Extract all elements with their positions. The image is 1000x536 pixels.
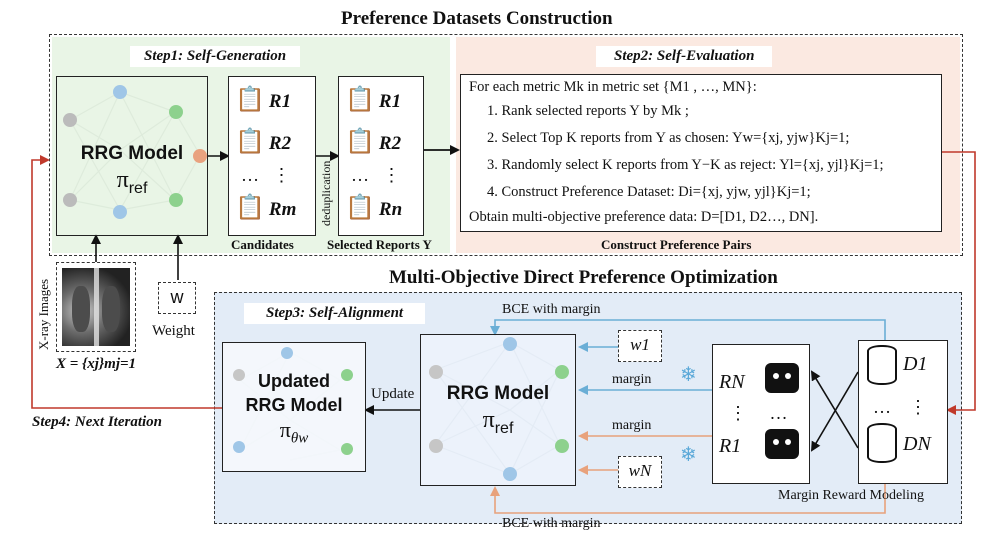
node (233, 441, 245, 453)
section-title-bottom: Multi-Objective Direct Preference Optimi… (389, 267, 778, 288)
step4-label: Step4: Next Iteration (32, 414, 162, 430)
xray-images-label: X-ray Images (36, 278, 51, 350)
xray-lung-left (72, 286, 90, 332)
bce-bottom-label: BCE with margin (502, 516, 601, 531)
wN-box: wN (618, 456, 662, 488)
clipboard-icon: 📋 (345, 87, 375, 113)
reward-models-box: RN ⋮ … R1 (712, 344, 810, 484)
selected-item: 📋 Rn (345, 195, 403, 221)
margin-top-label: margin (612, 372, 652, 387)
node (233, 369, 245, 381)
metric-step-1: 1. Rank selected reports Y by Mk ; (487, 103, 689, 119)
margin-reward-label: Margin Reward Modeling (778, 488, 924, 503)
xray-frame (56, 262, 136, 352)
update-label: Update (371, 386, 415, 402)
clipboard-icon: 📋 (235, 129, 265, 155)
candidate-dots: … ⋮ (241, 165, 291, 185)
metrics-final: Obtain multi-objective preference data: … (469, 209, 819, 225)
node (503, 467, 517, 481)
node (113, 205, 127, 219)
reward-dots: ⋮ … (729, 403, 788, 423)
reward-label-N: RN (719, 371, 745, 393)
node (281, 347, 293, 359)
dedup-label: deduplication (319, 160, 333, 226)
node (63, 113, 77, 127)
x-formula: X = {xj}mj=1 (56, 356, 137, 372)
robot-eye (785, 373, 791, 379)
snowflake-icon: ❄ (680, 444, 697, 466)
clipboard-icon: 📋 (235, 195, 265, 221)
robot-icon (765, 363, 799, 393)
node (429, 439, 443, 453)
node (63, 193, 77, 207)
candidates-box: 📋 R1 📋 R2 … ⋮ 📋 Rm (228, 76, 316, 236)
clipboard-icon: 📋 (235, 87, 265, 113)
selected-item: 📋 R2 (345, 129, 402, 155)
clipboard-icon: 📋 (345, 129, 375, 155)
step2-label: Step2: Self-Evaluation (596, 46, 773, 67)
reward-label-1: R1 (719, 435, 742, 457)
metric-step-2: 2. Select Top K reports from Y as chosen… (487, 130, 850, 146)
node (503, 337, 517, 351)
rrg-model-bottom-title: RRG Model (446, 383, 550, 404)
updated-rrg-model: Updated RRG Model πθw (222, 342, 366, 472)
metric-step-4: 4. Construct Preference Dataset: Di={xj,… (487, 184, 811, 200)
node (113, 85, 127, 99)
rrg-model-policy: πref (116, 167, 148, 197)
xray-lung-right (102, 286, 120, 332)
metrics-procedure-box: For each metric Mk in metric set {M1 , …… (460, 74, 942, 232)
rrg-model-top: RRG Model πref (56, 76, 208, 236)
robot-eye (773, 373, 779, 379)
candidate-item: 📋 R2 (235, 129, 292, 155)
section-title-top: Preference Datasets Construction (341, 8, 613, 29)
node (341, 443, 353, 455)
snowflake-icon: ❄ (680, 364, 697, 386)
w1-box: w1 (618, 330, 662, 362)
dataset-dots: … ⋮ (873, 397, 927, 417)
robot-icon (765, 429, 799, 459)
database-icon (867, 423, 897, 463)
xray-spine (94, 268, 99, 346)
margin-bottom-label: margin (612, 418, 652, 433)
step1-label: Step1: Self-Generation (130, 46, 301, 67)
candidates-label: Candidates (231, 237, 294, 252)
xray-image (62, 268, 130, 346)
robot-eye (785, 439, 791, 445)
node (555, 365, 569, 379)
metrics-intro: For each metric Mk in metric set {M1 , …… (469, 79, 757, 95)
selected-reports-box: 📋 R1 📋 R2 … ⋮ 📋 Rn (338, 76, 424, 236)
selected-dots: … ⋮ (351, 165, 401, 185)
node (193, 149, 207, 163)
updated-title-2: RRG Model (245, 395, 343, 415)
database-icon (867, 345, 897, 385)
updated-title-1: Updated (258, 371, 330, 391)
rrg-model-bottom-policy: πref (482, 407, 514, 437)
node (169, 193, 183, 207)
weight-box: w (158, 282, 196, 314)
selected-item: 📋 R1 (345, 87, 402, 113)
metric-step-3: 3. Randomly select K reports from Y−K as… (487, 157, 884, 173)
top-section-panel (49, 34, 963, 256)
node (169, 105, 183, 119)
dataset-label-1: D1 (903, 353, 928, 375)
construct-pairs-label: Construct Preference Pairs (601, 237, 752, 252)
robot-eye (773, 439, 779, 445)
candidate-item: 📋 R1 (235, 87, 292, 113)
rrg-model-title: RRG Model (80, 143, 184, 164)
node (429, 365, 443, 379)
dataset-label-N: DN (903, 433, 931, 455)
datasets-box: D1 … ⋮ DN (858, 340, 948, 484)
weight-label: Weight (152, 323, 195, 339)
node (341, 369, 353, 381)
step3-label: Step3: Self-Alignment (244, 303, 426, 324)
node (555, 439, 569, 453)
updated-policy: πθw (279, 417, 309, 447)
candidate-item: 📋 Rm (235, 195, 297, 221)
bce-top-label: BCE with margin (502, 302, 601, 317)
rrg-model-bottom: RRG Model πref (420, 334, 576, 486)
selected-reports-label: Selected Reports Y (327, 237, 432, 252)
clipboard-icon: 📋 (345, 195, 375, 221)
